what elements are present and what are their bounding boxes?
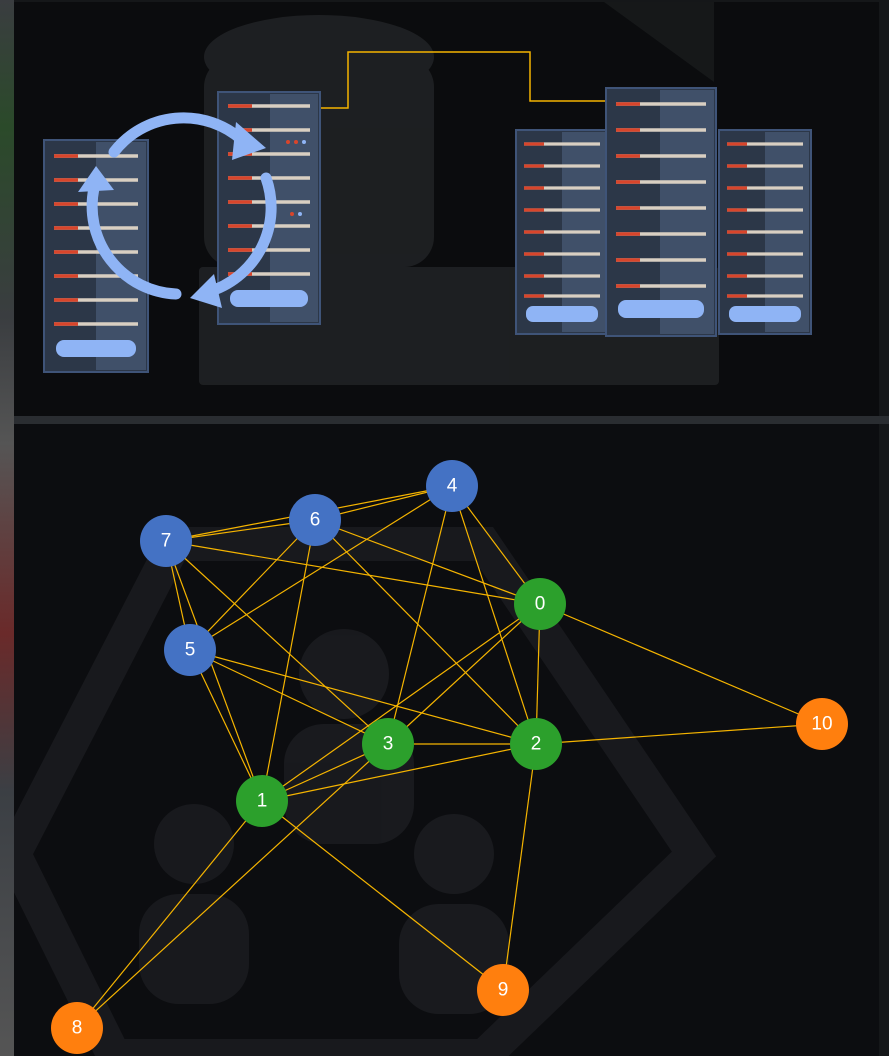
graph-node-label: 5 xyxy=(185,640,196,661)
graph-node-circle xyxy=(796,698,848,750)
left-edge-strip xyxy=(0,0,14,1056)
graph-node-label: 4 xyxy=(447,476,458,497)
graph-edge-7-0 xyxy=(165,540,541,605)
graph-node-label: 10 xyxy=(811,714,832,735)
graph-node-0: 0 xyxy=(514,578,566,630)
graph-node-circle xyxy=(514,578,566,630)
graph-edge-1-8 xyxy=(76,800,263,1029)
panel-divider xyxy=(14,416,889,424)
graph-edge-4-2 xyxy=(451,485,537,745)
graph-edge-6-0 xyxy=(314,519,541,605)
server-link-line xyxy=(319,51,607,109)
graph-edge-4-5 xyxy=(189,485,453,651)
node-layer: 0 1 2 3 4 5 6 7 8 9 10 xyxy=(51,460,848,1054)
graph-edge-0-10 xyxy=(539,603,823,725)
graph-edge-1-9 xyxy=(261,800,504,991)
graph-node-8: 8 xyxy=(51,1002,103,1054)
graph-node-1: 1 xyxy=(236,775,288,827)
graph-node-circle xyxy=(289,494,341,546)
graph-edge-2-9 xyxy=(502,743,537,991)
graph-node-label: 8 xyxy=(72,1018,83,1039)
graph-edge-4-3 xyxy=(387,485,453,745)
graph-edge-6-2 xyxy=(314,519,537,745)
graph-edge-5-3 xyxy=(189,649,389,745)
graph-node-circle xyxy=(51,1002,103,1054)
server-cluster-icon xyxy=(515,87,812,337)
graph-node-2: 2 xyxy=(510,718,562,770)
background-watermark xyxy=(14,527,717,1056)
graph-edge-2-1 xyxy=(261,743,537,802)
graph-node-label: 6 xyxy=(310,510,321,531)
graph-node-label: 0 xyxy=(535,594,546,615)
server-illustration-panel xyxy=(14,2,879,416)
graph-node-circle xyxy=(426,460,478,512)
graph-node-circle xyxy=(510,718,562,770)
graph-node-9: 9 xyxy=(477,964,529,1016)
graph-edge-7-3 xyxy=(165,540,389,745)
graph-node-5: 5 xyxy=(164,624,216,676)
graph-edge-5-1 xyxy=(189,649,263,802)
background-shape xyxy=(604,2,714,82)
graph-node-label: 7 xyxy=(161,531,172,552)
server-illustration xyxy=(43,2,812,385)
graph-node-4: 4 xyxy=(426,460,478,512)
graph-edge-5-2 xyxy=(189,649,537,745)
graph-node-circle xyxy=(140,515,192,567)
graph-edge-7-1 xyxy=(165,540,263,802)
graph-node-label: 3 xyxy=(383,734,394,755)
network-graph: 0 1 2 3 4 5 6 7 8 9 10 xyxy=(14,460,848,1056)
network-graph-panel: 0 1 2 3 4 5 6 7 8 9 10 xyxy=(14,424,879,1056)
graph-node-circle xyxy=(477,964,529,1016)
graph-node-7: 7 xyxy=(140,515,192,567)
graph-node-circle xyxy=(164,624,216,676)
graph-edge-0-3 xyxy=(387,603,541,745)
server-rack-icon xyxy=(43,139,149,373)
graph-edge-2-10 xyxy=(535,723,823,745)
graph-node-label: 9 xyxy=(498,980,509,1001)
graph-node-3: 3 xyxy=(362,718,414,770)
graph-node-10: 10 xyxy=(796,698,848,750)
graph-node-circle xyxy=(362,718,414,770)
graph-node-label: 2 xyxy=(531,734,542,755)
graph-node-label: 1 xyxy=(257,791,268,812)
sync-arrows-icon xyxy=(78,112,277,308)
graph-node-circle xyxy=(236,775,288,827)
graph-edge-3-8 xyxy=(76,743,389,1029)
graph-node-6: 6 xyxy=(289,494,341,546)
graph-edge-6-1 xyxy=(261,519,316,802)
graph-edge-6-5 xyxy=(189,519,316,651)
graph-edge-0-1 xyxy=(261,603,541,802)
